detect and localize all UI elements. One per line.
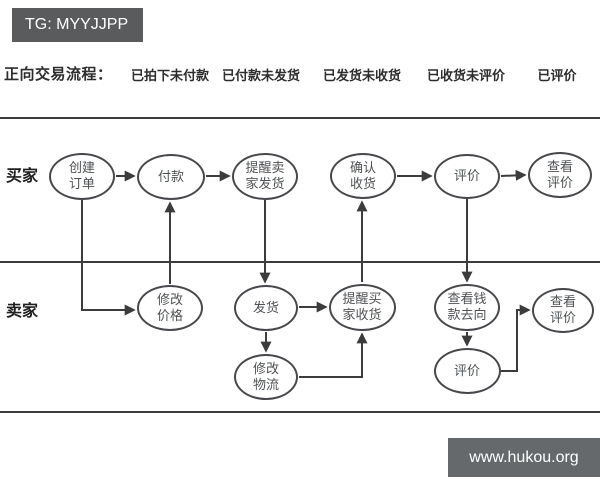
lane-divider <box>0 261 600 263</box>
lane-bottom-border <box>0 411 600 413</box>
lane-label-seller: 卖家 <box>6 303 39 320</box>
node-pay: 付款 <box>137 154 205 200</box>
node-ship-goods: 发货 <box>234 285 298 331</box>
lane-top-border <box>0 117 600 119</box>
node-modify-price: 修改 价格 <box>137 285 203 331</box>
node-view-review-seller: 查看 评价 <box>532 287 594 333</box>
node-remind-seller-ship: 提醒卖 家发货 <box>232 152 298 200</box>
node-view-review-buyer: 查看 评价 <box>528 152 592 198</box>
status-label: 已收货未评价 <box>426 68 506 83</box>
flow-title: 正向交易流程： <box>4 66 113 83</box>
tg-badge: TG: MYYJJPP <box>12 8 143 42</box>
site-badge: www.hukou.org <box>448 438 600 477</box>
node-confirm-receipt: 确认 收货 <box>330 153 396 199</box>
node-remind-buyer-receive: 提醒买 家收货 <box>328 283 396 331</box>
node-create-order: 创建 订单 <box>49 152 115 200</box>
status-label: 已评价 <box>537 68 577 83</box>
edge-review-seller-to-view-review-seller <box>501 304 531 372</box>
lane-label-buyer: 买家 <box>6 168 39 185</box>
status-label: 已付款未发货 <box>221 68 301 83</box>
edge-review-buyer-to-view-review-buyer <box>500 169 527 181</box>
status-label: 已拍下未付款 <box>130 68 210 83</box>
node-review-buyer: 评价 <box>434 153 500 199</box>
status-label: 已发货未收货 <box>322 68 402 83</box>
node-view-money-flow: 查看钱 款去向 <box>434 283 500 331</box>
node-review-seller: 评价 <box>433 348 501 394</box>
node-modify-logistics: 修改 物流 <box>234 354 298 400</box>
edge-modify-logistics-to-remind-buyer-receive <box>299 332 368 378</box>
edge-create-order-to-modify-price <box>81 200 136 316</box>
